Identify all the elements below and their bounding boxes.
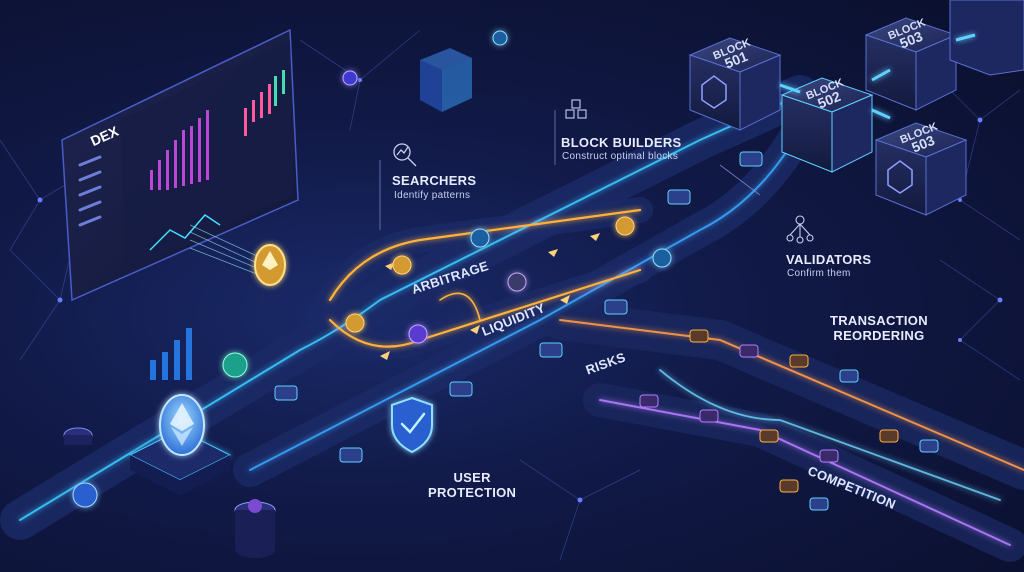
block-cube-503-top: [864, 17, 958, 111]
mini-bars: [150, 328, 192, 380]
block-builders-subtitle: Construct optimal blocks: [562, 151, 679, 162]
flow-arrows: [380, 233, 600, 360]
reordering-line1: TRANSACTION: [830, 313, 928, 328]
reordering-line2: REORDERING: [833, 328, 925, 343]
block-cube-503-bottom: [874, 122, 968, 216]
validators-icon: [786, 215, 814, 244]
block-cube-502: [780, 77, 874, 173]
glow-lanes: [19, 94, 1024, 546]
token-tiles: [274, 151, 939, 511]
validators-title: VALIDATORS: [786, 252, 872, 267]
searchers-title: SEARCHERS: [392, 173, 477, 188]
block-cubes: [688, 0, 1024, 216]
dex-screen: [61, 28, 299, 302]
eth-platform: [128, 394, 232, 495]
searchers-subtitle: Identify patterns: [394, 190, 471, 201]
transaction-reordering-label: TRANSACTION REORDERING: [830, 313, 928, 343]
side-coins: [63, 427, 93, 445]
magnifier-icon: [393, 143, 417, 167]
coins: [72, 30, 672, 508]
protection-line2: PROTECTION: [428, 485, 517, 500]
validators-subtitle: Confirm them: [787, 268, 851, 279]
block-builders-title: BLOCK BUILDERS: [561, 135, 682, 150]
block-cube-partial: [949, 0, 1024, 76]
protection-line1: USER: [453, 470, 491, 485]
block-cube-501: [688, 37, 782, 131]
pedestal: [234, 499, 276, 558]
gold-eth-coin: [254, 244, 286, 286]
callout-lines: [379, 110, 761, 230]
builder-cubes-icon: [565, 99, 587, 119]
glass-cube: [420, 48, 472, 112]
shield-icon: [391, 396, 433, 454]
user-protection-label: USER PROTECTION: [428, 470, 516, 500]
